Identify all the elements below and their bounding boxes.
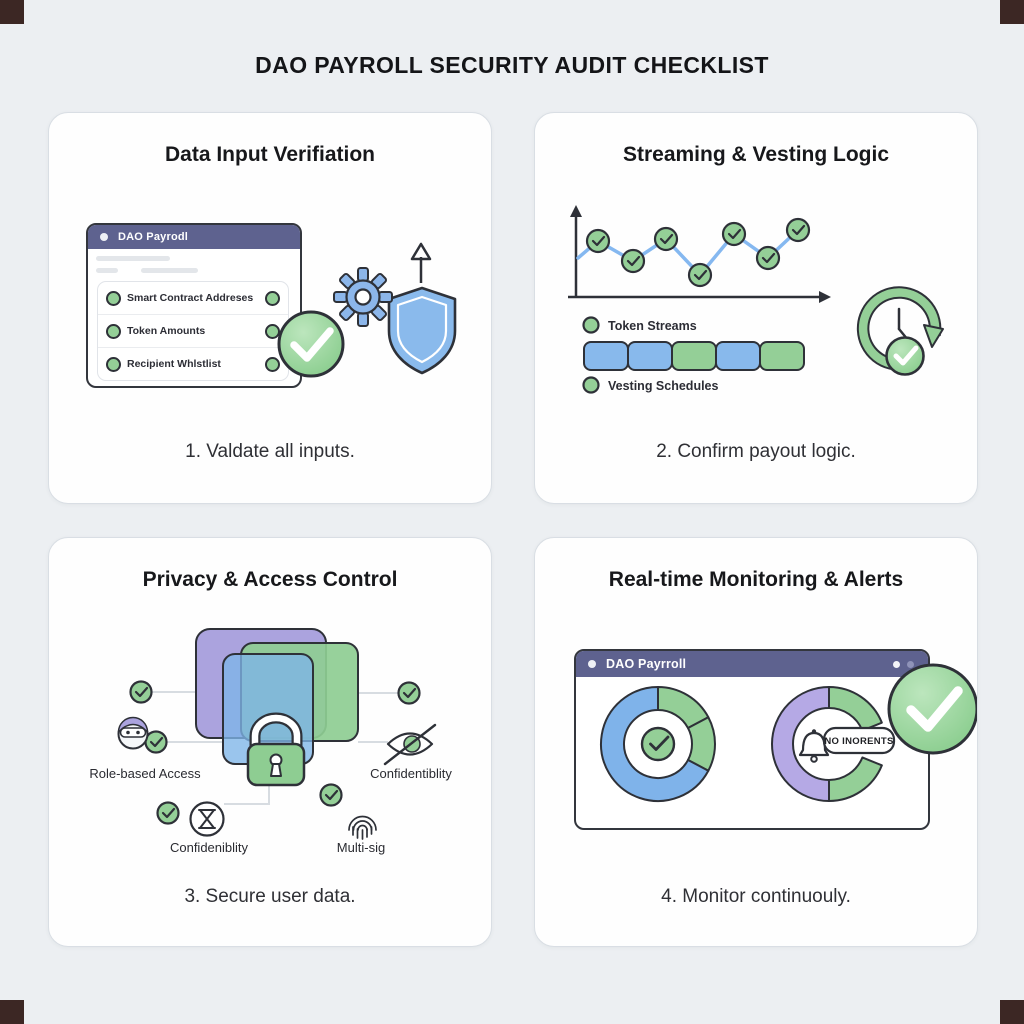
- legend-label: Token Streams: [608, 319, 697, 333]
- blue-layer: [222, 653, 314, 765]
- vesting-bar-segment: [583, 341, 629, 371]
- check-dot-icon: [265, 290, 280, 306]
- legend-dot-icon: [582, 316, 600, 334]
- checklist-item: Smart Contract Addreses: [98, 282, 288, 314]
- placeholder-line: [96, 256, 170, 261]
- lock-icon: [246, 712, 306, 787]
- green-layer: [240, 642, 359, 742]
- panel-title: Privacy & Access Control: [142, 568, 398, 591]
- vesting-bar-segment: [627, 341, 673, 371]
- clock-cycle-icon: [856, 286, 944, 376]
- window-dot-icon: [588, 660, 596, 668]
- chart-axes: [568, 205, 831, 303]
- corner-artifact: [1000, 1000, 1024, 1024]
- panel-monitoring-alerts: Real-time Monitoring & Alerts DAO Payrro…: [534, 537, 978, 947]
- check-dot-icon: [265, 356, 280, 372]
- vesting-bar-segment: [671, 341, 717, 371]
- panel-streaming-vesting: Streaming & Vesting Logic Token Streams: [534, 112, 978, 504]
- check-circle-icon: [156, 801, 180, 825]
- checkpoint-node-icon: [653, 226, 679, 252]
- placeholder-line: [141, 268, 198, 273]
- checkpoint-node-icon: [785, 217, 811, 243]
- legend-label: Vesting Schedules: [608, 379, 719, 393]
- caption: 4. Monitor continuouly.: [661, 886, 851, 907]
- label-confidentiality-bottom: Confideniblity: [170, 840, 249, 855]
- window-titlebar: DAO Payrodl: [88, 225, 300, 249]
- checklist-item-label: Recipient Whlstlist: [127, 358, 221, 370]
- label-confidentiality-right: Confidentiblity: [370, 766, 452, 781]
- privacy-illustration: Role-based Access Confidentiblity Confid…: [89, 628, 452, 855]
- check-dot-icon: [106, 356, 121, 372]
- checkpoint-node-icon: [687, 262, 713, 288]
- vesting-bar-segment: [759, 341, 805, 371]
- dao-payroll-monitor-window: DAO Payrroll: [574, 649, 930, 830]
- window-controls: [893, 651, 914, 677]
- corner-artifact: [0, 1000, 24, 1024]
- checkpoint-node-icon: [585, 228, 611, 254]
- window-title: DAO Payrroll: [606, 657, 687, 671]
- checklist-item-label: Smart Contract Addreses: [127, 292, 254, 304]
- token-stream-line-chart: [576, 217, 811, 288]
- corner-artifact: [1000, 0, 1024, 24]
- check-circle-icon: [397, 681, 421, 705]
- page-title: DAO PAYROLL SECURITY AUDIT CHECKLIST: [255, 52, 769, 78]
- window-dot-icon: [100, 233, 108, 241]
- window-dot-icon: [907, 660, 914, 668]
- caption: 1. Valdate all inputs.: [185, 441, 355, 462]
- checklist-item: Recipient Whlstlist: [98, 347, 288, 380]
- window-dot-icon: [893, 660, 900, 668]
- legend-vesting-schedules: Vesting Schedules: [582, 376, 719, 394]
- up-arrow-icon: [410, 242, 432, 283]
- panel-data-input-verification: Data Input Verifiation DAO Payrodl Smart…: [48, 112, 492, 504]
- check-dot-icon: [106, 290, 121, 306]
- masked-user-icon: [117, 716, 149, 750]
- connector-lines: [151, 691, 399, 805]
- legend-token-streams: Token Streams: [582, 316, 697, 334]
- panel-privacy-access: Privacy & Access Control: [48, 537, 492, 947]
- purple-layer: [195, 628, 327, 739]
- check-circle-icon: [129, 680, 153, 704]
- fingerprint-icon: [348, 815, 377, 840]
- window-title: DAO Payrodl: [118, 231, 189, 243]
- hourglass-icon: [189, 801, 225, 837]
- vesting-bar-segment: [715, 341, 761, 371]
- check-dot-icon: [265, 323, 280, 339]
- vesting-bar: [583, 341, 805, 371]
- label-role-based-access: Role-based Access: [89, 766, 201, 781]
- checkpoint-node-icon: [755, 245, 781, 271]
- placeholder-line: [96, 268, 118, 273]
- shield-icon: [387, 286, 457, 375]
- eye-slash-icon: [383, 723, 437, 766]
- window-titlebar: DAO Payrroll: [576, 651, 928, 677]
- checklist-item: Token Amounts: [98, 314, 288, 347]
- check-circle-icon: [144, 730, 168, 754]
- caption: 2. Confirm payout logic.: [656, 441, 856, 462]
- caption: 3. Secure user data.: [184, 886, 356, 907]
- panel-title: Real-time Monitoring & Alerts: [608, 568, 904, 591]
- panel-title: Data Input Verifiation: [164, 143, 376, 166]
- corner-artifact: [0, 0, 24, 24]
- checkpoint-node-icon: [721, 221, 747, 247]
- legend-dot-icon: [582, 376, 600, 394]
- panel-title: Streaming & Vesting Logic: [622, 143, 890, 166]
- check-circle-icon: [319, 783, 343, 807]
- checkpoint-node-icon: [620, 248, 646, 274]
- gear-icon: [333, 267, 393, 327]
- checklist-item-label: Token Amounts: [127, 325, 206, 337]
- check-dot-icon: [106, 323, 121, 339]
- label-multi-sig: Multi-sig: [337, 840, 385, 855]
